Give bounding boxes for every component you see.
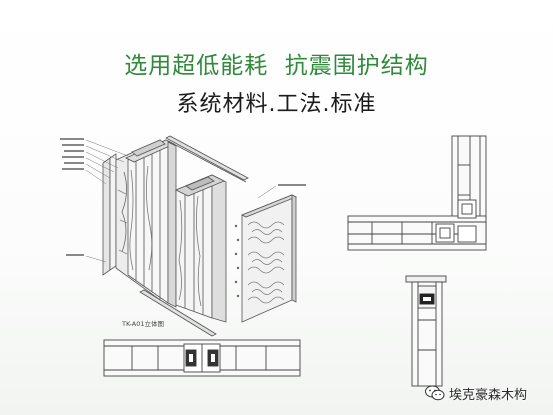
vertical-joint-drawing — [405, 275, 447, 387]
watermark: 埃克豪森木构 — [425, 383, 527, 403]
horizontal-joint-drawing — [103, 339, 301, 377]
slide-subtitle: 系统材料.工法.标准 — [176, 92, 377, 117]
slide-title: 选用超低能耗 抗震围护结构 — [124, 53, 429, 79]
drawing-caption: TK-A01立体图 — [121, 319, 164, 328]
corner-detail-drawing — [347, 135, 487, 251]
wechat-icon — [425, 385, 445, 401]
watermark-text: 埃克豪森木构 — [449, 387, 528, 403]
isometric-panel-drawing — [60, 135, 306, 337]
